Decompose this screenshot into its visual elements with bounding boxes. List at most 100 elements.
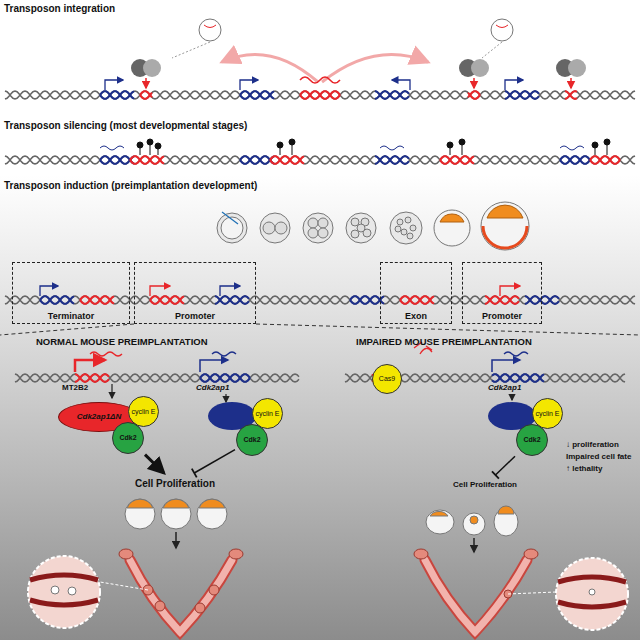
drawing-path [392,80,410,90]
drawing-circle [405,217,411,223]
protein-circle: Cdk2 [236,424,268,456]
label: Impaired cell fate [566,452,631,461]
label: MT2B2 [62,383,88,392]
drawing-path [558,602,626,607]
drawing-path [100,146,124,150]
drawing-circle [447,142,453,148]
drawing-circle [125,499,155,529]
region-box: Promoter [462,262,542,324]
drawing-circle [568,59,586,77]
drawing-line [607,144,608,155]
drawing-line [100,582,148,590]
dna-strand [485,296,519,304]
drawing-path [300,77,340,83]
drawing-line [482,42,502,58]
dna-strand [590,156,620,164]
dna-strand [400,296,434,304]
label: NORMAL MOUSE PREIMPLANTATION [36,336,208,347]
drawing-path [127,499,153,508]
node-text: Promoter [482,312,522,321]
drawing-circle [346,213,376,243]
drawing-path [90,352,122,356]
dna-strand [150,296,184,304]
dna-strand [80,296,114,304]
node-text: Cell Proliferation [135,479,215,490]
drawing-line [0,324,134,335]
dna-strand [100,156,134,164]
label: Transposon induction (preimplantation de… [4,180,257,191]
region-box: Promoter [134,262,256,324]
drawing-circle [318,228,328,238]
drawing-circle [147,139,153,145]
drawing-circle [604,139,610,145]
dna-strand [375,91,409,99]
dna-strand [75,374,109,382]
drawing-circle [308,228,318,238]
drawing-path [150,286,170,296]
drawing-circle [221,217,243,239]
dna-strand [440,156,474,164]
drawing-line [150,144,151,155]
drawing-circle [51,586,59,594]
dna-strand [40,296,74,304]
drawing-path [220,286,240,296]
drawing-g [119,549,538,613]
drawing-path [430,511,448,516]
drawing-circle [463,513,485,535]
drawing-circle [357,224,365,232]
drawing-path [505,80,523,90]
drawing-line [292,144,293,155]
drawing-circle [155,143,161,149]
drawing-circle [390,212,422,244]
drawing-circle [470,516,478,524]
drawing-circle [401,229,407,235]
dna-strand [485,296,519,304]
drawing-circle [471,59,489,77]
dna-strand [525,296,559,304]
dna-strand [5,296,635,304]
drawing-circle [289,139,295,145]
label: ↑ lethality [566,464,602,473]
dna-strand [270,156,304,164]
protein-circle: Cdk2 [112,422,144,454]
region-box: Exon [380,262,452,324]
drawing-circle [260,213,290,243]
drawing-circle [351,230,359,238]
node-text: Exon [405,312,427,321]
dna-strand [80,296,114,304]
dna-strand [5,156,635,164]
drawing-ellipse [414,549,428,559]
drawing-ellipse [119,549,133,559]
drawing-circle [263,222,275,234]
node-text: Cell Proliferation [453,481,517,489]
drawing-line [222,212,238,224]
drawing-circle [277,142,283,148]
drawing-circle [303,213,333,243]
connector [194,450,235,473]
dna-strand [525,296,559,304]
dna-strand [505,91,539,99]
dna-strand [140,91,152,97]
drawing-line [111,384,112,398]
dna-strand [5,91,635,99]
dna-strand [492,374,544,382]
drawing-path [496,25,508,28]
dna-strand [270,156,304,164]
drawing-circle [137,142,143,148]
node-text: Cas9 [379,375,395,382]
drawing-g [137,139,610,155]
connector [145,455,164,473]
drawing-g [130,560,527,632]
node-text: cyclin E [131,408,155,415]
label: Cdk2ap1 [196,383,229,392]
dna-strand [468,93,480,99]
drawing-path [30,600,98,605]
dna-strand [400,296,434,304]
process-text: Cell Proliferation [115,476,235,492]
drawing-line [225,394,226,402]
label: ↓ proliferation [566,440,619,449]
drawing-line [256,324,640,335]
drawing-path [199,499,225,508]
